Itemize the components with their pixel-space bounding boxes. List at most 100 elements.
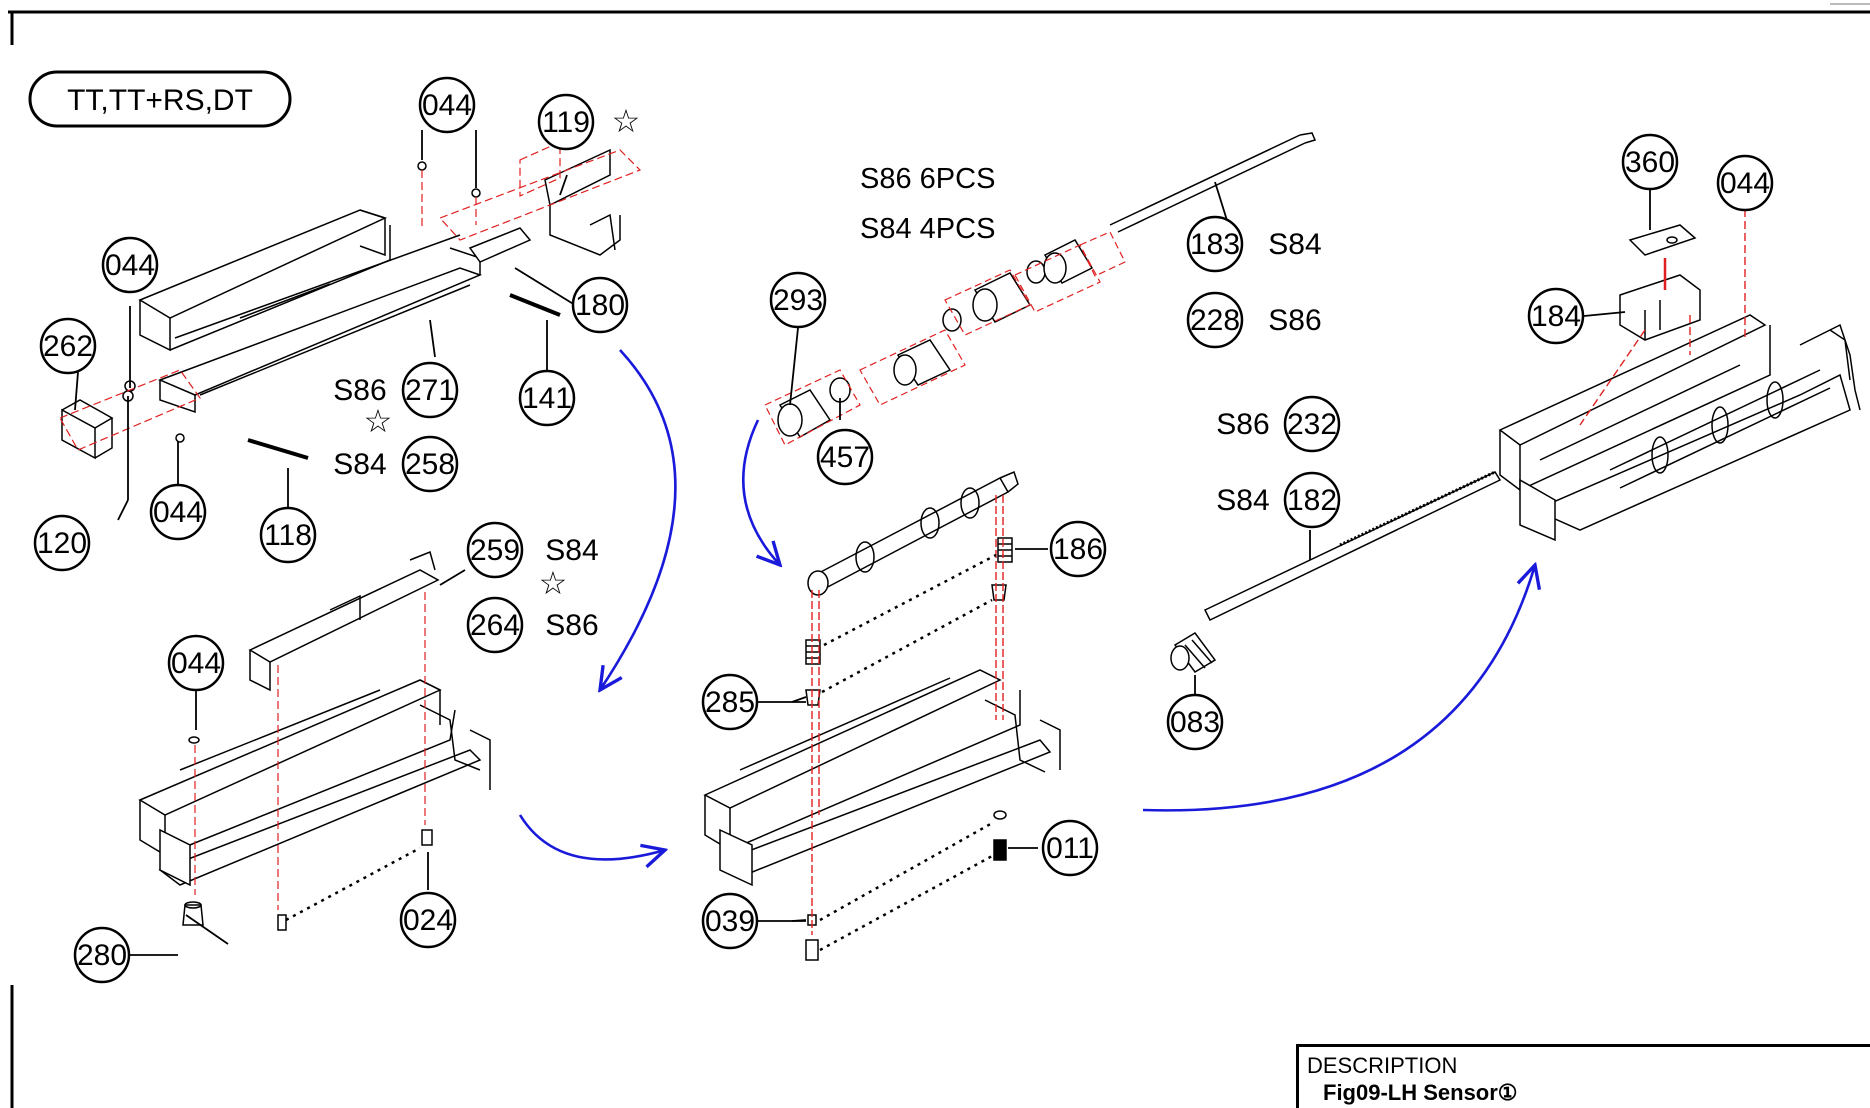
panel-5-drawing — [1170, 470, 1502, 673]
note-s86-271: S86 — [333, 374, 386, 407]
panel-2-dotted — [285, 846, 421, 922]
svg-text:232: 232 — [1287, 408, 1337, 441]
svg-text:039: 039 — [705, 905, 755, 938]
svg-text:118: 118 — [264, 519, 312, 552]
callout-039: 039 — [701, 892, 759, 950]
callouts: 044 119 ☆ 180 141 S86 271 ☆ S84 258 262 … — [33, 76, 1774, 984]
svg-text:119: 119 — [542, 106, 590, 139]
svg-text:262: 262 — [43, 330, 93, 363]
callout-044-d: 044 — [167, 634, 225, 692]
svg-text:044: 044 — [153, 496, 203, 529]
panel-4-leaders — [791, 548, 1048, 922]
flow-arrows — [518, 349, 1535, 859]
callout-044-c: 044 — [149, 483, 207, 541]
callout-119: 119 — [537, 93, 595, 151]
callout-118: 118 — [259, 506, 317, 564]
callout-258: 258 — [401, 435, 459, 493]
svg-text:264: 264 — [470, 609, 520, 642]
callout-044-e: 044 — [1716, 154, 1774, 212]
arrow-panel1-to-panel2 — [600, 349, 677, 690]
callout-262: 262 — [39, 317, 97, 375]
arrow-panel2-to-panel4 — [518, 814, 665, 859]
panel-1-leaders — [74, 130, 576, 521]
note-s84-182: S84 — [1216, 484, 1269, 517]
callout-184: 184 — [1527, 287, 1585, 345]
svg-text:285: 285 — [705, 686, 755, 719]
panel-2-drawing — [138, 550, 491, 931]
note-s86-228: S86 — [1268, 304, 1321, 337]
svg-text:258: 258 — [405, 448, 455, 481]
svg-text:044: 044 — [171, 647, 221, 680]
svg-text:180: 180 — [575, 289, 625, 322]
panel-4-assembly-lines — [811, 495, 1004, 935]
note-s84-183: S84 — [1268, 228, 1321, 261]
callout-120: 120 — [33, 514, 91, 572]
callout-044-b: 044 — [101, 236, 159, 294]
note-s86-6pcs: S86 6PCS — [860, 163, 995, 195]
svg-text:259: 259 — [470, 534, 520, 567]
svg-text:044: 044 — [1720, 167, 1770, 200]
panel-1-drawing — [61, 148, 621, 460]
callout-280: 280 — [73, 926, 131, 984]
arrow-panel4-to-panel6 — [1142, 565, 1535, 812]
panel-6-drawing — [1498, 176, 1861, 542]
callout-180: 180 — [571, 276, 629, 334]
panel-1-assembly-lines — [59, 141, 642, 451]
variant-label: TT,TT+RS,DT — [28, 70, 292, 128]
description-heading: DESCRIPTION — [1307, 1053, 1458, 1078]
callout-024: 024 — [399, 891, 457, 949]
callout-011: 011 — [1041, 819, 1099, 877]
callout-285: 285 — [701, 673, 759, 731]
callout-457: 457 — [816, 428, 874, 486]
svg-text:024: 024 — [403, 904, 453, 937]
svg-text:271: 271 — [405, 374, 455, 407]
star-271-258: ☆ — [364, 403, 393, 439]
callout-264: 264 — [466, 596, 524, 654]
arrow-panel3-to-panel4 — [741, 419, 780, 565]
callout-228: 228 — [1186, 291, 1244, 349]
svg-text:228: 228 — [1190, 304, 1240, 337]
svg-text:457: 457 — [820, 441, 870, 474]
svg-text:183: 183 — [1190, 228, 1240, 261]
callout-293: 293 — [769, 271, 827, 329]
panel-3-assembly-lines — [764, 231, 1126, 446]
callout-271: 271 — [401, 361, 459, 419]
svg-text:186: 186 — [1053, 533, 1103, 566]
quantity-notes: S86 6PCS S84 4PCS — [860, 163, 995, 245]
callout-182: 182 — [1283, 471, 1341, 529]
svg-text:083: 083 — [1170, 706, 1220, 739]
note-s86-264: S86 — [545, 609, 598, 642]
callout-360: 360 — [1621, 133, 1679, 191]
svg-text:293: 293 — [773, 284, 823, 317]
svg-text:044: 044 — [422, 89, 472, 122]
panel-4-drawing — [703, 470, 1061, 961]
variant-label-text: TT,TT+RS,DT — [67, 84, 253, 117]
svg-text:280: 280 — [77, 939, 127, 972]
panel-2-leaders — [185, 569, 466, 945]
note-s86-232: S86 — [1216, 408, 1269, 441]
svg-text:011: 011 — [1046, 832, 1094, 865]
callout-186: 186 — [1049, 520, 1107, 578]
note-s84-4pcs: S84 4PCS — [860, 213, 995, 245]
svg-text:184: 184 — [1531, 300, 1581, 333]
star-259-264: ☆ — [539, 565, 568, 601]
panel-3-drawing — [777, 132, 1317, 439]
note-s84-259: S84 — [545, 534, 598, 567]
callout-044-a: 044 — [418, 76, 476, 134]
description-box: DESCRIPTION Fig09-LH Sensor① — [1296, 1044, 1870, 1108]
callout-259: 259 — [466, 521, 524, 579]
svg-text:360: 360 — [1625, 146, 1675, 179]
svg-text:044: 044 — [105, 249, 155, 282]
callout-183: 183 — [1186, 215, 1244, 273]
callout-141: 141 — [518, 369, 576, 427]
page-frame — [8, 3, 1870, 1108]
description-value: Fig09-LH Sensor① — [1323, 1080, 1518, 1105]
panel-2-assembly-lines — [194, 592, 426, 910]
svg-text:141: 141 — [522, 382, 572, 415]
callout-083: 083 — [1166, 693, 1224, 751]
svg-text:120: 120 — [37, 527, 87, 560]
svg-text:182: 182 — [1287, 484, 1337, 517]
star-119: ☆ — [612, 103, 641, 139]
callout-232: 232 — [1283, 395, 1341, 453]
